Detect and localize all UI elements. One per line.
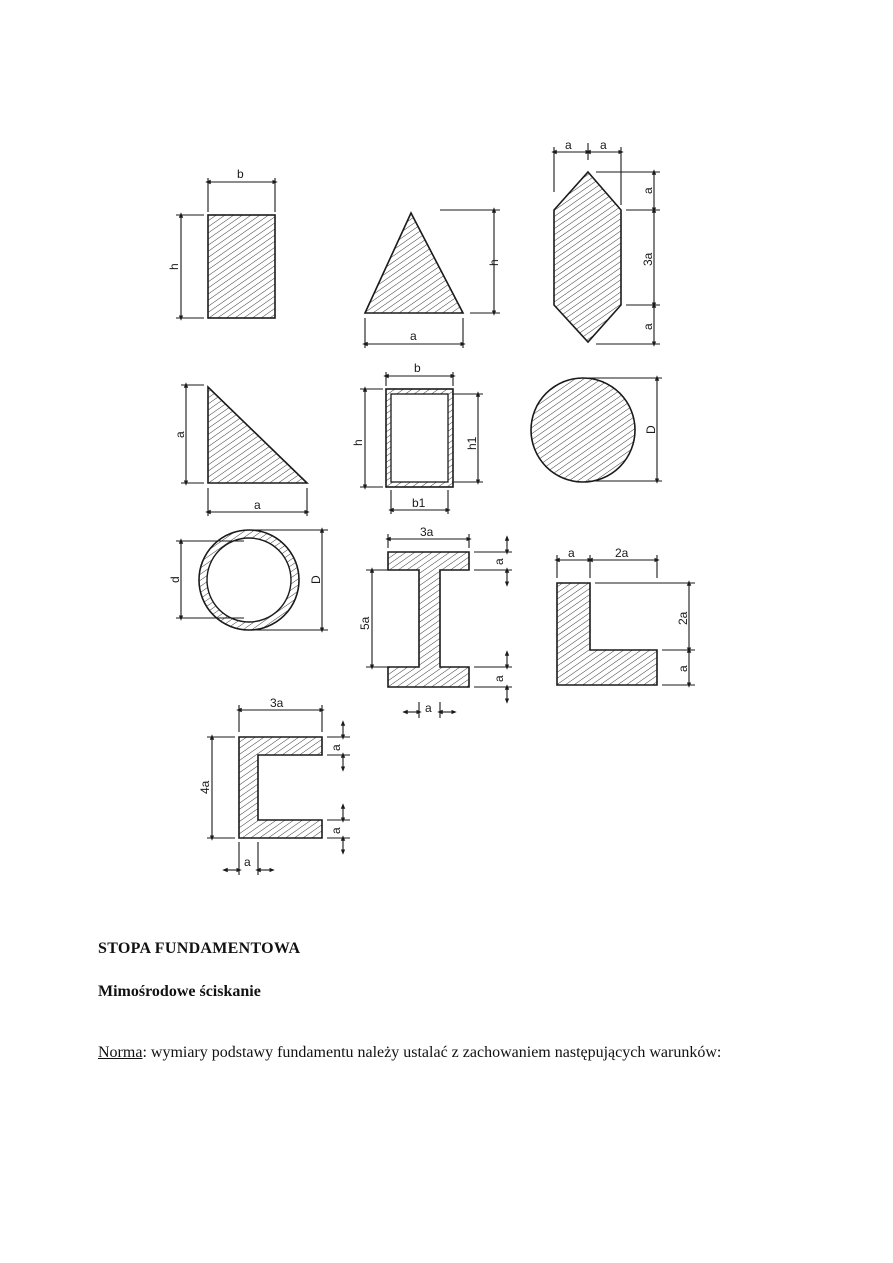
section-subtitle: Mimośrodowe ściskanie	[98, 983, 261, 1000]
section-title: STOPA FUNDAMENTOWA	[98, 940, 301, 957]
channel-flange-top-label: a	[329, 744, 343, 751]
hex-a1-label: a	[565, 138, 572, 152]
norm-paragraph: Norma: wymiary podstawy fundamentu należ…	[98, 1043, 768, 1062]
angle-section: a 2a 2a a	[554, 546, 695, 688]
box-h1-label: h1	[465, 436, 479, 450]
ibeam-web-label: a	[425, 701, 432, 715]
norm-text: : wymiary podstawy fundamentu należy ust…	[142, 1044, 722, 1061]
ring-d-label: d	[168, 576, 182, 583]
ibeam-height-label: 5a	[358, 616, 372, 630]
hexagon-section: a a a 3a a	[551, 138, 660, 347]
angle-2a-side-label: 2a	[676, 611, 690, 625]
right-triangle-section: a a	[173, 382, 310, 516]
angle-2a-top-label: 2a	[615, 546, 629, 560]
rectangle-section: b h	[167, 167, 278, 321]
hex-a2-label: a	[600, 138, 607, 152]
cross-sections-figure: b h h a a a a 3a a	[167, 138, 695, 875]
ring-D-label: D	[309, 575, 323, 584]
tri-h-label: h	[487, 259, 501, 266]
channel-flange-bot-label: a	[329, 827, 343, 834]
channel-web-label: a	[244, 855, 251, 869]
ibeam-flange-bot-label: a	[492, 675, 506, 682]
tri-a-label: a	[410, 329, 417, 343]
rtri-base-label: a	[254, 498, 261, 512]
hex-bot-label: a	[641, 323, 655, 330]
channel-section: 3a a 4a a a	[198, 696, 350, 875]
triangle-section: h a	[362, 207, 501, 348]
box-h-label: h	[351, 439, 365, 446]
hex-mid-label: 3a	[641, 252, 655, 266]
box-b-label: b	[414, 361, 421, 375]
rtri-side-label: a	[173, 431, 187, 438]
rect-b-label: b	[237, 167, 244, 181]
angle-a-label: a	[568, 546, 575, 560]
ibeam-top-label: 3a	[420, 525, 434, 539]
norm-term: Norma	[98, 1044, 143, 1061]
box-b1-label: b1	[412, 496, 426, 510]
angle-a-side-label: a	[676, 665, 690, 672]
i-beam-section: 3a a 5a a a	[358, 525, 512, 718]
channel-height-label: 4a	[198, 780, 212, 794]
rect-h-label: h	[167, 263, 181, 270]
channel-top-label: 3a	[270, 696, 284, 710]
circle-section: D	[530, 375, 662, 484]
ibeam-flange-top-label: a	[492, 558, 506, 565]
ring-section: d D	[168, 527, 328, 633]
circle-D-label: D	[644, 425, 658, 434]
hollow-box-section: b h h1 b1	[351, 361, 483, 514]
hex-top-label: a	[641, 187, 655, 194]
